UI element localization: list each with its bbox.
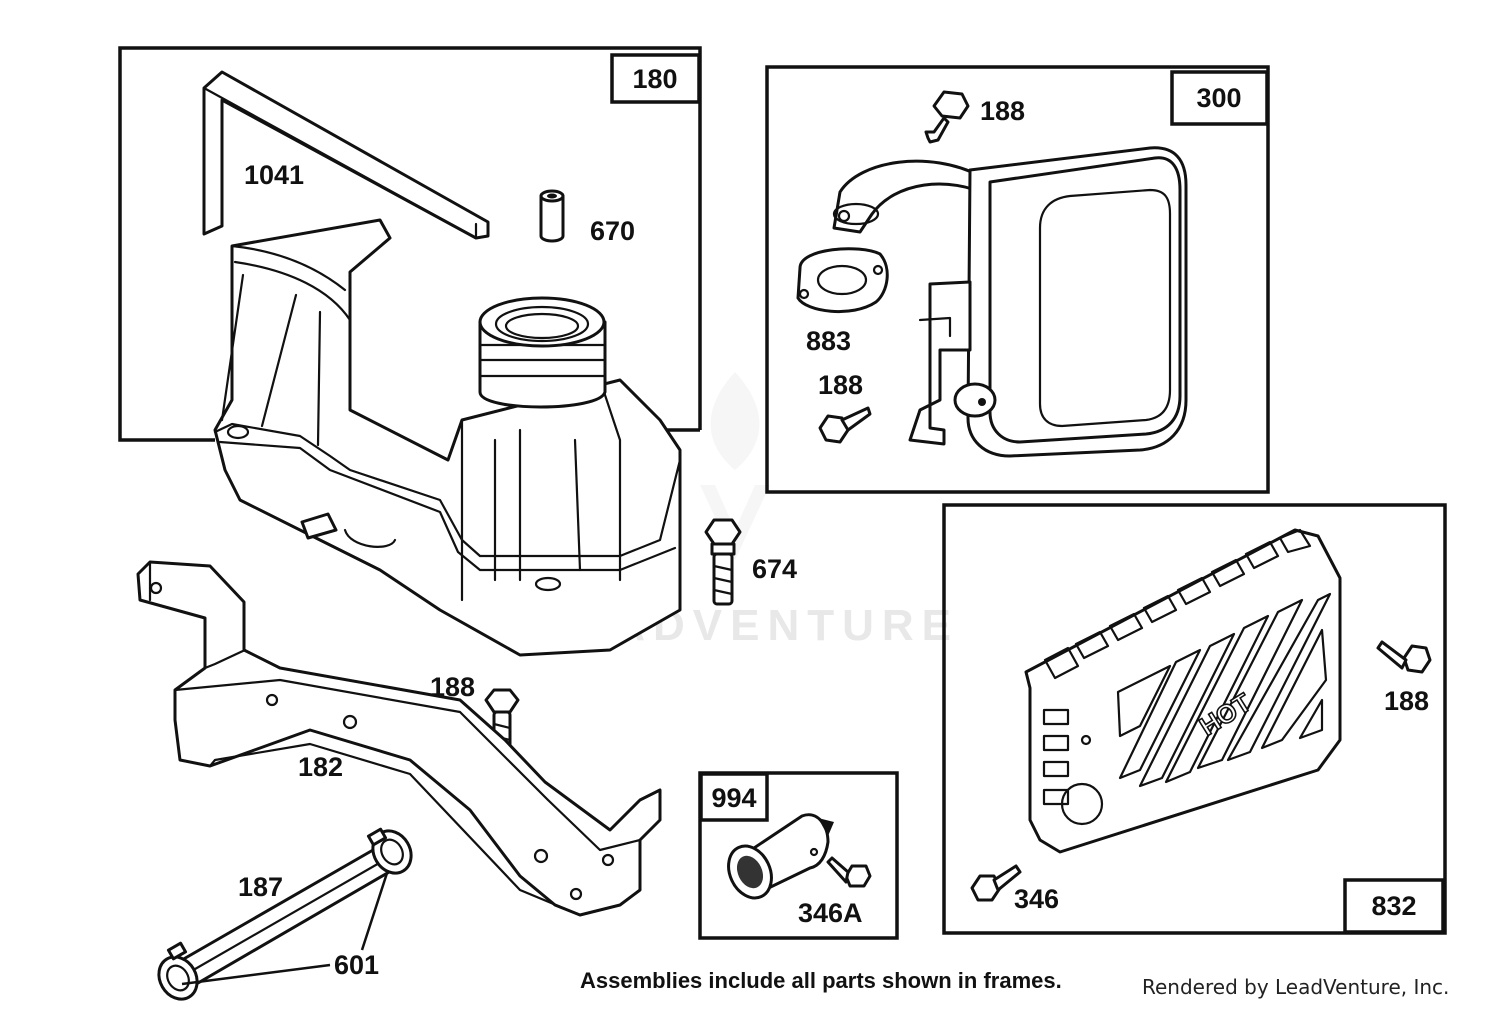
gasket-883 [796, 247, 889, 314]
callout-601: 601 [334, 950, 379, 980]
screw-346a [826, 856, 872, 888]
heat-shield-832: HOT [1024, 528, 1342, 854]
callout-labels: 1041 670 188 883 188 674 188 188 182 187… [238, 96, 1429, 980]
muffler-assembly-300 [832, 146, 1188, 458]
front-slats [1116, 592, 1332, 788]
frame-label-180: 180 [632, 64, 677, 94]
top-slats [1043, 528, 1312, 680]
sleeve-670 [539, 189, 565, 243]
frame-label-300: 300 [1196, 83, 1241, 113]
tank-bracket-182 [136, 560, 662, 917]
spark-arrestor-994 [727, 813, 834, 900]
screw-346 [970, 864, 1022, 902]
callout-187: 187 [238, 872, 283, 902]
callout-346a: 346A [798, 898, 863, 928]
callout-188-middle: 188 [430, 672, 475, 702]
hose-clamp-601-upper [366, 827, 413, 875]
callout-188-top: 188 [980, 96, 1025, 126]
callout-670: 670 [590, 216, 635, 246]
rendered-by-credit: Rendered by LeadVenture, Inc. [1142, 975, 1450, 999]
frame-832: 832 [942, 503, 1447, 935]
assemblies-note: Assemblies include all parts shown in fr… [580, 968, 1062, 993]
fuel-tank [213, 218, 682, 657]
bracket-rod-1041 [202, 70, 490, 240]
callout-1041: 1041 [244, 160, 304, 190]
hose-clamp-601-lower [157, 941, 199, 1001]
callout-674: 674 [752, 554, 797, 584]
callout-188-lower: 188 [818, 370, 863, 400]
callout-182: 182 [298, 752, 343, 782]
bolt-188-lower [818, 406, 872, 444]
frame-300: 300 [765, 65, 1270, 494]
frame-label-832: 832 [1371, 891, 1416, 921]
bolt-188-top [924, 90, 970, 144]
frame-994: 994 [698, 771, 899, 940]
bolt-188-right [1376, 640, 1432, 674]
bolt-674 [704, 518, 742, 606]
callout-883: 883 [806, 326, 851, 356]
frame-180: 180 [118, 46, 702, 442]
callout-346: 346 [1014, 884, 1059, 914]
leader-lines [181, 869, 390, 986]
callout-188-right: 188 [1384, 686, 1429, 716]
flame-logo-icon [700, 372, 770, 560]
frame-label-994: 994 [711, 783, 756, 813]
